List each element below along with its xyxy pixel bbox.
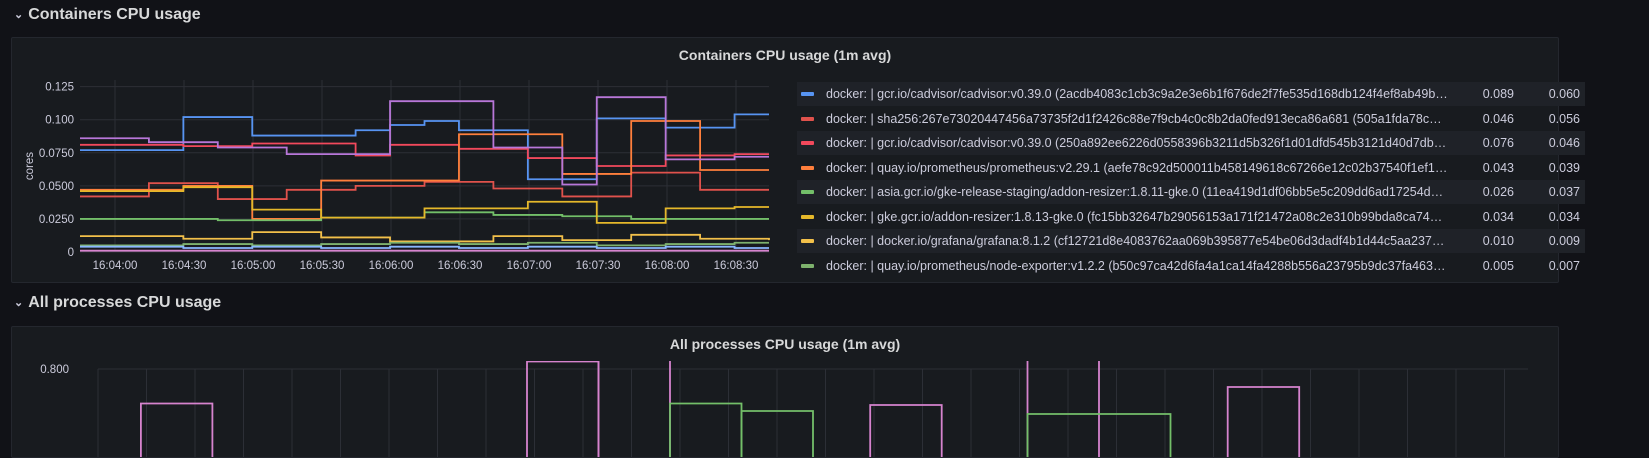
legend-value-1: 0.046 [1482, 111, 1514, 126]
legend-series-name: docker: | gcr.io/cadvisor/cadvisor:v0.39… [826, 136, 1448, 150]
legend-item[interactable]: docker: | gcr.io/cadvisor/cadvisor:v0.39… [797, 131, 1585, 155]
legend-series-name: docker: | quay.io/prometheus/prometheus:… [826, 160, 1448, 175]
legend-value-2: 0.056 [1548, 111, 1580, 126]
x-tick-label: 16:04:00 [93, 260, 138, 272]
legend-series-name: docker: | gcr.io/cadvisor/cadvisor:v0.39… [826, 87, 1448, 101]
containers-cpu-chart[interactable]: 0 0.0250 0.0500 0.0750 0.100 0.125 16:04:00 16:… [12, 76, 782, 276]
legend-series-name: docker: | quay.io/prometheus/node-export… [826, 258, 1448, 273]
processes-cpu-panel: All processes CPU usage (1m avg) 0.800 [11, 326, 1559, 458]
legend-item[interactable]: docker: | gke.gcr.io/addon-resizer:1.8.1… [797, 205, 1585, 229]
legend-value-2: 0.007 [1548, 258, 1580, 273]
series-line [80, 120, 769, 220]
legend-color-swatch [801, 116, 814, 121]
legend-value-2: 0.009 [1548, 234, 1580, 248]
y-axis-label: cores [24, 152, 36, 180]
legend-color-swatch [801, 165, 814, 170]
legend-item[interactable]: docker: | sha256:267e73020447456a73735f2… [797, 107, 1585, 131]
series-line [80, 231, 770, 243]
series-line [80, 241, 769, 247]
legend-value-2: 0.037 [1548, 185, 1580, 199]
series-line [140, 402, 214, 457]
x-tick-label: 16:04:30 [162, 260, 207, 272]
series-line [80, 171, 769, 200]
series-line [1026, 413, 1172, 457]
series-line [740, 410, 814, 457]
series-line [669, 402, 743, 457]
legend-color-swatch [801, 263, 814, 268]
x-tick-label: 16:06:00 [369, 260, 414, 272]
x-tick-label: 16:08:30 [714, 260, 759, 272]
legend-color-swatch [801, 141, 814, 145]
panel-title: Containers CPU usage (1m avg) [678, 47, 892, 63]
legend-value-2: 0.060 [1548, 87, 1580, 101]
legend-value-1: 0.005 [1482, 258, 1514, 273]
y-tick-label: 0.0750 [39, 148, 74, 160]
chevron-down-icon: ⌄ [14, 296, 24, 309]
legend-item[interactable]: docker: | quay.io/prometheus/prometheus:… [797, 156, 1585, 180]
legend-color-swatch [801, 239, 814, 243]
row-header-processes[interactable]: ⌄ All processes CPU usage [14, 290, 221, 316]
legend-color-swatch [801, 214, 814, 219]
series-line [80, 245, 769, 249]
legend-value-1: 0.034 [1482, 209, 1514, 224]
legend-series-name: docker: | asia.gcr.io/gke-release-stagin… [826, 185, 1448, 199]
chevron-down-icon: ⌄ [14, 8, 24, 21]
y-tick-label: 0.125 [45, 82, 74, 94]
legend-item[interactable]: docker: | quay.io/prometheus/node-export… [797, 254, 1585, 278]
legend-color-swatch [801, 190, 814, 194]
legend-series-name: docker: | docker.io/grafana/grafana:8.1.… [826, 234, 1448, 248]
legend-value-1: 0.010 [1482, 234, 1514, 248]
y-tick-label: 0 [68, 247, 74, 259]
legend-value-2: 0.034 [1548, 209, 1580, 224]
y-tick-label: 0.100 [45, 115, 74, 127]
legend-series-name: docker: | gke.gcr.io/addon-resizer:1.8.1… [826, 209, 1448, 224]
legend-item[interactable]: docker: | docker.io/grafana/grafana:8.1.… [797, 229, 1585, 253]
legend-item[interactable]: docker: | asia.gcr.io/gke-release-stagin… [797, 180, 1585, 204]
row-title: All processes CPU usage [28, 294, 222, 311]
x-tick-label: 16:08:00 [645, 260, 690, 272]
panel-title: All processes CPU usage (1m avg) [669, 336, 901, 352]
x-tick-label: 16:06:30 [438, 260, 483, 272]
y-tick-label: 0.0500 [39, 181, 74, 193]
legend-value-1: 0.043 [1482, 160, 1514, 175]
series-line [80, 96, 769, 186]
series-line [869, 404, 943, 457]
processes-cpu-chart[interactable]: 0.800 [12, 361, 1558, 457]
row-title: Containers CPU usage [28, 6, 201, 23]
legend-value-2: 0.046 [1548, 136, 1580, 150]
series-line [1026, 361, 1100, 457]
x-tick-label: 16:07:30 [576, 260, 621, 272]
row-header-containers[interactable]: ⌄ Containers CPU usage [14, 2, 201, 28]
legend-value-1: 0.026 [1482, 185, 1514, 199]
legend-value-1: 0.089 [1482, 87, 1514, 101]
legend-item[interactable]: docker: | gcr.io/cadvisor/cadvisor:v0.39… [797, 82, 1585, 106]
legend-color-swatch [801, 92, 814, 96]
series-line [80, 142, 769, 167]
x-tick-label: 16:07:00 [507, 260, 552, 272]
y-tick-label: 0.0250 [39, 214, 74, 226]
y-tick-label: 0.800 [40, 364, 69, 376]
legend-value-1: 0.076 [1482, 136, 1514, 150]
containers-cpu-panel: Containers CPU usage (1m avg) 0 0.0250 0.0… [11, 37, 1585, 283]
legend-value-2: 0.039 [1548, 160, 1580, 175]
legend-series-name: docker: | sha256:267e73020447456a73735f2… [826, 111, 1448, 126]
x-tick-label: 16:05:00 [231, 260, 276, 272]
series-line [1226, 386, 1301, 457]
x-tick-label: 16:05:30 [300, 260, 345, 272]
series-line [80, 186, 769, 224]
